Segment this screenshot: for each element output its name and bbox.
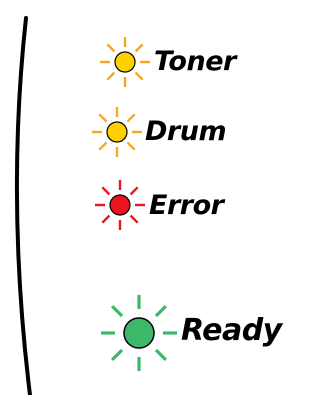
drum-led-ray — [98, 113, 108, 123]
ready-led-icon — [101, 295, 177, 371]
error-led-ray — [101, 186, 111, 196]
toner-led-ray — [106, 43, 116, 53]
ready-led-ray — [110, 348, 124, 362]
toner-led-icon — [100, 37, 150, 87]
toner-label: Toner — [154, 46, 236, 77]
error-led-ray — [129, 214, 139, 224]
toner-led-lamp — [114, 51, 136, 73]
drum-led-icon — [92, 107, 142, 157]
error-led-ray — [101, 214, 111, 224]
error-led-ray — [129, 186, 139, 196]
ready-label: Ready — [181, 313, 282, 348]
drum-led-ray — [126, 141, 136, 151]
drum-led-ray — [126, 113, 136, 123]
toner-led-ray — [134, 71, 144, 81]
toner-led-ray — [134, 43, 144, 53]
ready-led-lamp — [123, 317, 155, 349]
toner-led-ray — [106, 71, 116, 81]
error-led-icon — [95, 180, 145, 230]
drum-led-lamp — [106, 121, 128, 143]
ready-led-ray — [154, 304, 168, 318]
drum-led-ray — [98, 141, 108, 151]
drum-label: Drum — [145, 116, 227, 147]
error-label: Error — [149, 190, 224, 221]
error-led-lamp — [109, 194, 131, 216]
ready-led-ray — [110, 304, 124, 318]
ready-led-ray — [154, 348, 168, 362]
